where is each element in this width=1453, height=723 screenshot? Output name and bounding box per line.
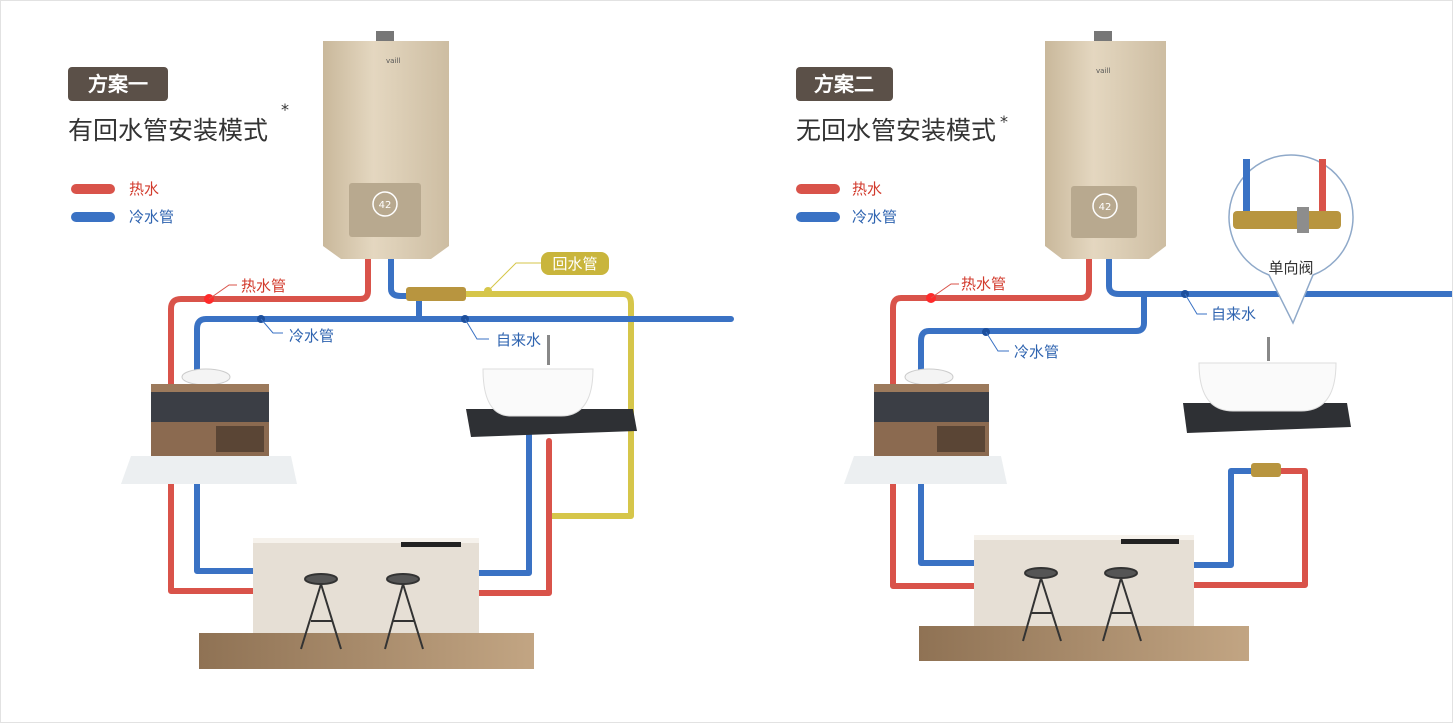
bar-stools <box>1022 567 1142 642</box>
cold-pipe-tub <box>476 430 532 576</box>
leader-line <box>1184 293 1207 315</box>
vanity-drawer <box>216 426 264 452</box>
legend-hot-swatch <box>796 184 840 194</box>
return-pipe-label: 回水管 <box>552 255 597 273</box>
vanity-floor <box>844 456 1007 484</box>
leader-line <box>260 318 283 334</box>
tap-water-label: 自来水 <box>496 331 541 349</box>
hot-pipe-label: 热水管 <box>961 275 1006 293</box>
leader-line <box>985 331 1009 352</box>
cold-pipe-label: 冷水管 <box>1014 343 1059 361</box>
scheme-2-panel: 方案二 无回水管安装模式 * 热水 冷水管 热水管 冷水管 自来水 单向阀 <box>796 31 1452 661</box>
legend-hot-label: 热水 <box>129 180 159 198</box>
cold-pipe-label: 冷水管 <box>289 327 334 345</box>
legend-hot-swatch <box>71 184 115 194</box>
heater-chimney <box>376 31 394 43</box>
legend-cold-label: 冷水管 <box>852 208 897 226</box>
kitchen-island <box>253 541 479 633</box>
vanity-floor <box>121 456 297 484</box>
kitchen-floor <box>199 633 534 669</box>
legend-hot-label: 热水 <box>852 180 882 198</box>
check-valve-callout: 单向阀 <box>1228 154 1354 325</box>
heater-control-panel <box>1071 186 1137 238</box>
vanity-top <box>151 384 269 392</box>
cold-pipe-tub <box>1191 468 1259 568</box>
hot-pipe-label: 热水管 <box>241 277 286 295</box>
kitchen-island <box>974 538 1194 626</box>
bathtub <box>1198 362 1337 412</box>
cooktop <box>1121 539 1179 544</box>
bathtub <box>482 368 594 417</box>
legend-cold-swatch <box>71 212 115 222</box>
cold-pipe <box>918 256 1452 566</box>
return-pipe-badge <box>541 252 609 275</box>
scheme-2-badge-text: 方案二 <box>814 72 874 96</box>
heater-display: 42 <box>379 200 392 211</box>
scheme-1-title: 有回水管安装模式 <box>68 116 268 145</box>
heater-chimney <box>1094 31 1112 43</box>
heater-display-ring <box>1092 193 1118 219</box>
heater-display: 42 <box>1099 202 1112 213</box>
check-valve-label: 单向阀 <box>1268 259 1313 277</box>
scheme-1-badge-text: 方案一 <box>88 72 148 96</box>
scheme-2-badge <box>796 67 893 101</box>
leader-line <box>487 262 541 292</box>
heater-control-panel <box>349 183 421 237</box>
cooktop <box>401 542 461 547</box>
hot-pipe <box>168 256 371 594</box>
kitchen-floor <box>919 626 1249 661</box>
vanity-cabinet <box>151 392 269 422</box>
mixing-valve <box>406 287 466 301</box>
tub-faucet <box>1267 337 1270 361</box>
leader-line <box>464 318 489 340</box>
hot-pipe-tub <box>476 438 552 596</box>
leader-line <box>208 284 237 300</box>
return-pipe <box>428 291 634 519</box>
heater-brand: vaill <box>386 57 400 65</box>
vanity-cabinet <box>874 392 989 422</box>
scheme-1-panel: 方案一 有回水管安装模式 * 热水 冷水管 热水管 冷水管 自来水 回水管 va… <box>68 31 734 669</box>
tap-water-label: 自来水 <box>1211 305 1256 323</box>
asterisk: * <box>1000 112 1008 131</box>
island-top <box>253 538 479 543</box>
hot-pipe-tub <box>1191 468 1308 588</box>
scheme-1-badge <box>68 67 168 101</box>
tub-faucet <box>547 335 550 365</box>
vanity-sink <box>904 368 954 386</box>
vanity-sink <box>181 368 231 386</box>
heater-display-ring <box>372 191 398 217</box>
cold-pipe <box>194 256 734 574</box>
tub-valve <box>1251 463 1281 477</box>
hot-pipe <box>890 256 1092 589</box>
legend-cold-swatch <box>796 212 840 222</box>
scheme-2-title: 无回水管安装模式 <box>796 116 996 145</box>
legend-cold-label: 冷水管 <box>129 208 174 226</box>
island-top <box>974 535 1194 540</box>
bar-stools <box>300 573 424 650</box>
asterisk: * <box>281 100 289 119</box>
vanity-top <box>874 384 989 392</box>
leader-line <box>930 283 959 299</box>
vanity-drawer <box>937 426 985 452</box>
heater-brand: vaill <box>1096 67 1110 75</box>
